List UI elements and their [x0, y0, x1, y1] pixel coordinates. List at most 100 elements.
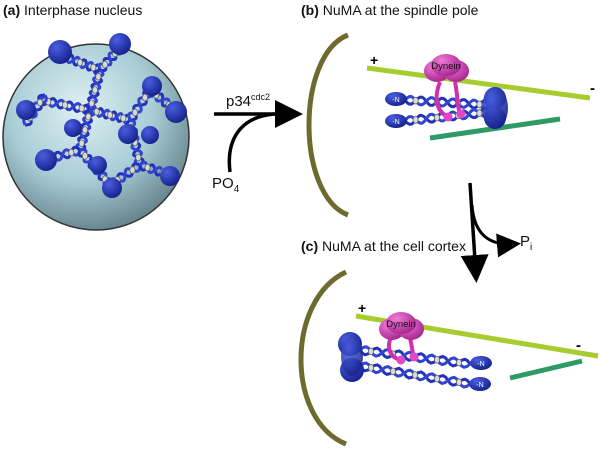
- numa-globular-domain: [35, 149, 57, 171]
- phospho-bead: [455, 378, 462, 387]
- n-terminus-c2: -N: [469, 377, 491, 391]
- phosphate-name: PO: [212, 175, 234, 192]
- n-terminus-b1: -N: [385, 92, 407, 106]
- plus-end-b: +: [370, 52, 378, 68]
- phospho-bead: [433, 355, 440, 364]
- phospho-bead: [367, 363, 374, 372]
- phospho-bead: [144, 163, 151, 172]
- dynein-stalk-b1: [434, 81, 448, 118]
- phospho-bead: [433, 374, 440, 383]
- phospho-bead: [129, 166, 136, 174]
- panel-c-letter: (c): [301, 238, 319, 254]
- phospho-bead: [476, 100, 483, 109]
- numa-coil-strand: [127, 89, 153, 121]
- phosphate-subscript: 4: [233, 184, 240, 195]
- phosphate-curve: [227, 112, 275, 173]
- minus-end-c: -: [576, 337, 581, 354]
- numa-pole-cluster: [482, 87, 508, 129]
- numa-globular-domain: [109, 33, 131, 55]
- phospho-bead: [120, 114, 127, 123]
- phospho-bead: [82, 152, 89, 160]
- panel-a-caption: Interphase nucleus: [24, 2, 143, 18]
- phospho-bead: [62, 101, 69, 109]
- n-terminus-label: -N: [476, 382, 483, 389]
- numa-network: [16, 33, 187, 198]
- phospho-bead: [102, 60, 109, 69]
- phospho-bead: [107, 111, 114, 119]
- numa-globular-domain: [64, 119, 82, 137]
- plus-end-c: +: [358, 300, 366, 316]
- pi-name: P: [520, 233, 531, 250]
- phospho-bead: [141, 93, 148, 102]
- phospho-bead: [93, 107, 100, 116]
- phospho-bead: [367, 347, 374, 356]
- interphase-nucleus-panel: [2, 33, 190, 231]
- phospho-bead: [78, 139, 85, 148]
- dynein-head-b3: [431, 54, 461, 76]
- phosphorylation-arrow: [214, 100, 303, 173]
- pi-subscript: i: [530, 242, 533, 253]
- phospho-bead: [411, 371, 418, 379]
- n-terminus-b2: -N: [385, 114, 407, 128]
- enzyme-superscript: cdc2: [251, 92, 271, 102]
- pi-curve: [470, 204, 521, 258]
- numa-globular-domain: [89, 156, 107, 174]
- numa-globular-domain: [118, 124, 138, 144]
- panel-b-title: (b) NuMA at the spindle pole: [301, 2, 478, 18]
- phospho-bead: [90, 63, 97, 72]
- phospho-bead: [412, 96, 419, 105]
- panel-c-title: (c) NuMA at the cell cortex: [301, 238, 466, 254]
- phospho-bead: [412, 116, 419, 124]
- phosphate-label: PO4: [212, 175, 239, 195]
- phospho-bead: [131, 108, 138, 117]
- phospho-bead: [37, 98, 44, 107]
- numa-globular-domain: [141, 126, 159, 144]
- phospho-bead: [85, 112, 92, 121]
- phospho-bead: [92, 86, 99, 94]
- phospho-bead: [95, 72, 102, 81]
- panel-b-letter: (b): [301, 2, 319, 18]
- cell-cortex-panel: [298, 269, 599, 447]
- dynein-foot-b1: [443, 112, 453, 122]
- dynein-label-b: Dynein: [431, 61, 461, 72]
- dynein-stalk-b2: [453, 81, 462, 115]
- dynein-foot-b2: [456, 109, 466, 119]
- phospho-bead: [78, 104, 85, 113]
- dephosphorylation-arrow: [460, 182, 521, 283]
- nucleus-circle: [2, 43, 190, 231]
- phospho-bead: [82, 126, 89, 134]
- arrow-b-to-c: [460, 182, 489, 283]
- spindle-pole-panel: [306, 32, 591, 218]
- enzyme-name: p34: [226, 93, 252, 110]
- panel-a-title: (a) Interphase nucleus: [3, 2, 142, 18]
- minus-end-b: -: [590, 80, 595, 97]
- cortex-bracket-c: [298, 269, 348, 447]
- panel-b-caption: NuMA at the spindle pole: [322, 2, 479, 18]
- n-terminus-label: -N: [392, 119, 399, 126]
- phospho-bead: [476, 109, 483, 117]
- numa-coil-strand: [403, 94, 492, 111]
- numa-cortex-cluster: [341, 336, 363, 376]
- n-terminus-c1: -N: [470, 356, 492, 370]
- panel-c-caption: NuMA at the cell cortex: [322, 238, 466, 254]
- pi-label: Pi: [520, 233, 532, 253]
- n-terminus-label: -N: [477, 361, 484, 368]
- numa-globular-domain: [102, 178, 122, 198]
- microtubule-light-b: [366, 65, 591, 101]
- numa-globular-domain: [142, 76, 162, 96]
- numa-globular-domain: [16, 100, 36, 120]
- panel-a-letter: (a): [3, 2, 21, 18]
- numa-globular-domain: [160, 166, 180, 186]
- phospho-bead: [135, 153, 142, 162]
- enzyme-label: p34cdc2: [226, 92, 270, 110]
- phospho-bead: [389, 367, 396, 376]
- dynein-label-c: Dynein: [386, 319, 416, 330]
- cortex-bracket-b: [306, 32, 350, 218]
- phospho-bead: [455, 358, 462, 367]
- numa-globular-domain: [165, 101, 187, 123]
- microtubule-dark-c: [509, 358, 583, 381]
- dynein-head-c3: [386, 312, 416, 334]
- phospho-bead: [77, 58, 84, 67]
